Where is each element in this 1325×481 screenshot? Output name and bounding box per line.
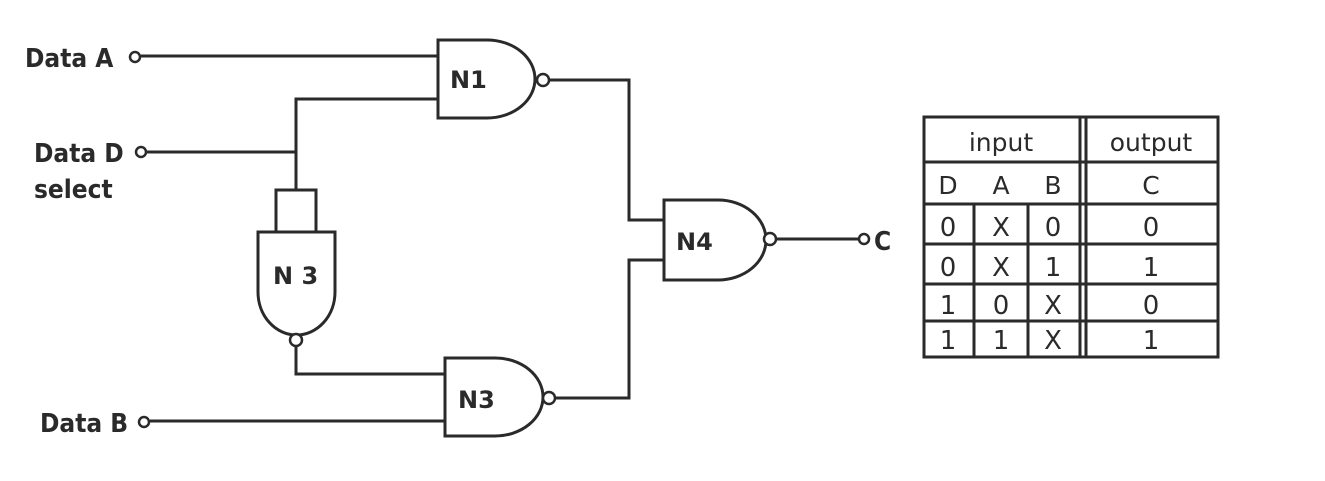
table-cell-r3-a: 0 — [993, 291, 1010, 321]
n3-inverter-output-bubble — [288, 332, 304, 348]
data-d-sub-label: select — [34, 175, 113, 205]
table-cell-r4-c: 1 — [1143, 326, 1160, 356]
table-col-header-a: A — [992, 171, 1009, 200]
table-cell-r4-a: 1 — [993, 326, 1010, 356]
table-col-header-d: D — [938, 171, 957, 200]
table-cell-r4-b: X — [1044, 326, 1062, 356]
table-cell-r3-b: X — [1044, 291, 1062, 321]
data-b-terminal — [137, 415, 151, 429]
gate-n4: N4 — [662, 198, 778, 282]
table-col-header-b: B — [1044, 171, 1061, 200]
n3-output-bubble — [541, 390, 557, 406]
table-cell-r2-a: X — [992, 253, 1010, 283]
table-output-header: output — [1110, 128, 1193, 157]
gate-n1: N1 — [436, 38, 551, 120]
n1-output-bubble — [535, 72, 551, 88]
table-col-header-c: C — [1142, 171, 1159, 200]
table-cell-r2-d: 0 — [940, 253, 957, 283]
table-cell-r3-d: 1 — [940, 291, 957, 321]
table-cell-r2-b: 1 — [1045, 253, 1062, 283]
wire-n1-out — [550, 78, 664, 222]
output-c-terminal — [857, 232, 871, 246]
truth-table: input output D A B C 0 X 0 0 0 X 1 1 1 0… — [922, 115, 1220, 359]
data-d-terminal — [134, 145, 148, 159]
gate-n4-label: N4 — [676, 228, 713, 256]
table-cell-r2-c: 1 — [1143, 253, 1160, 283]
n4-output-bubble — [762, 231, 778, 247]
gate-n3: N3 — [443, 356, 557, 438]
output-c-label: C — [874, 227, 891, 257]
gate-n3-inverter-label: N 3 — [273, 262, 318, 290]
gate-n1-label: N1 — [450, 66, 487, 94]
table-cell-r3-c: 0 — [1143, 291, 1160, 321]
table-input-header: input — [969, 128, 1034, 157]
gate-n3-label: N3 — [458, 386, 495, 414]
gate-n3-inverter: N 3 — [256, 188, 337, 348]
data-a-terminal — [128, 50, 142, 64]
data-b-label: Data B — [40, 409, 128, 439]
wires — [141, 54, 858, 423]
table-cell-r4-d: 1 — [940, 326, 957, 356]
table-cell-r1-c: 0 — [1143, 213, 1160, 243]
wire-n3-out — [556, 258, 664, 400]
wire-inverted-select — [294, 346, 445, 376]
data-d-label: Data D — [34, 139, 124, 169]
truth-table-border — [922, 115, 1220, 359]
inverter-input-block — [274, 188, 318, 234]
data-a-label: Data A — [25, 44, 113, 74]
table-cell-r1-a: X — [992, 213, 1010, 243]
table-cell-r1-d: 0 — [940, 213, 957, 243]
table-cell-r1-b: 0 — [1045, 213, 1062, 243]
wire-select-trunk — [294, 97, 438, 190]
